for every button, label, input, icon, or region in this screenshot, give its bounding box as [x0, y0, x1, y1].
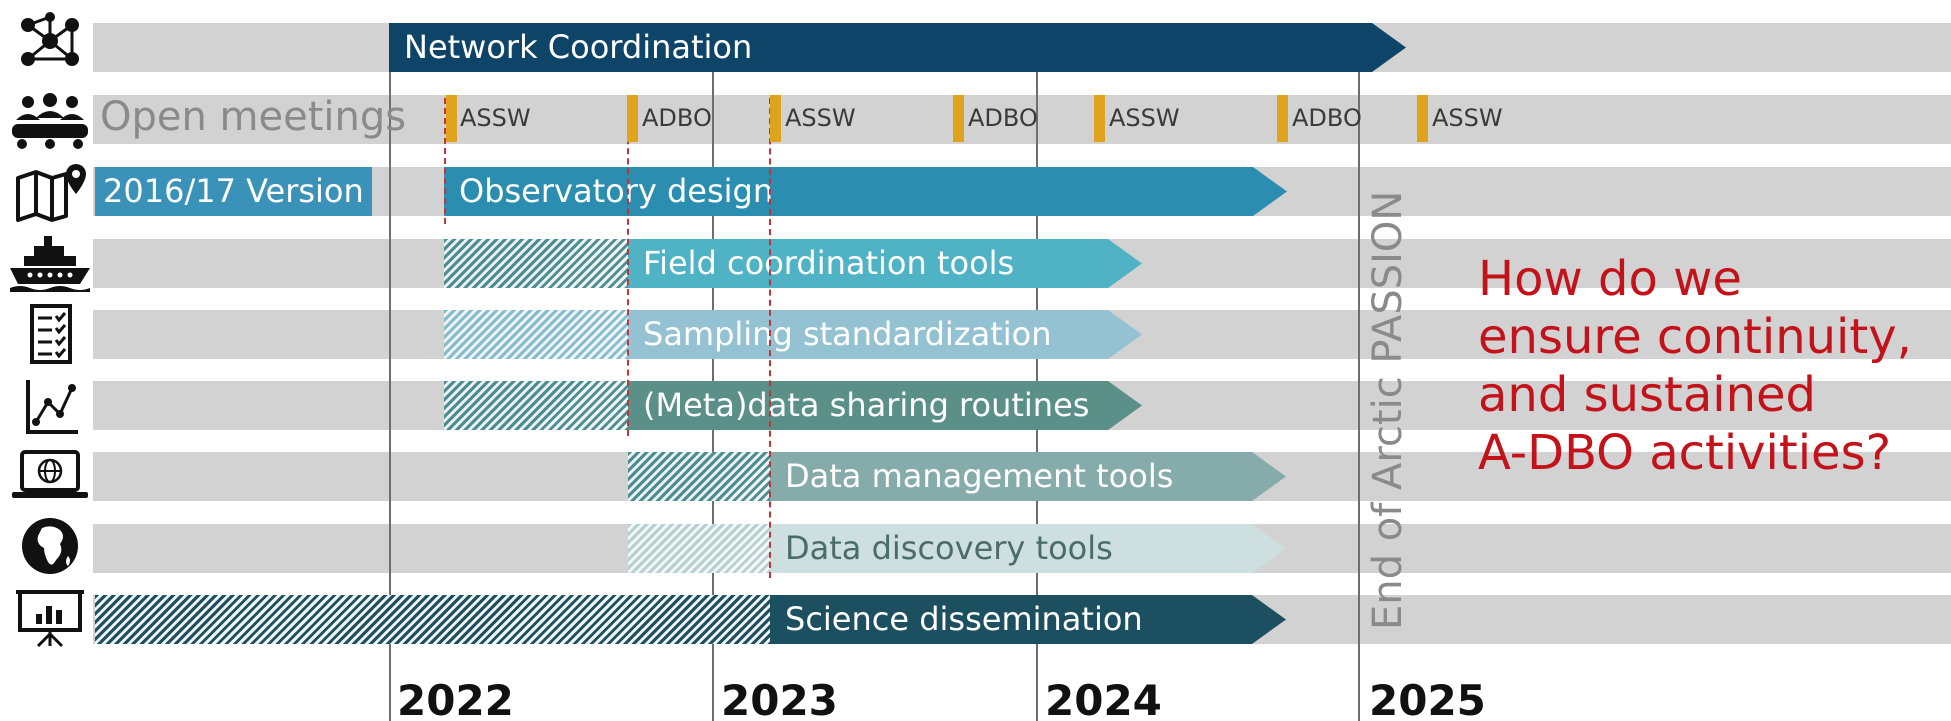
- continuity-question: How do we ensure continuity, and sustain…: [1478, 250, 1918, 482]
- data-management-bar: Data management tools: [770, 452, 1286, 501]
- field-prep-hatch: [444, 239, 629, 288]
- sampling-prep-hatch: [444, 310, 629, 359]
- meeting-label-6: ADBO: [1292, 104, 1362, 132]
- meeting-marker-5: [1094, 95, 1105, 142]
- map-pin-icon: [16, 164, 86, 222]
- presentation-board-icon: [16, 590, 84, 648]
- meeting-label-5: ASSW: [1109, 104, 1180, 132]
- science-dissemination-bar: Science dissemination: [770, 595, 1286, 644]
- data-discovery-bar: Data discovery tools: [770, 524, 1286, 573]
- meeting-label-1: ASSW: [460, 104, 531, 132]
- question-line-3: and sustained: [1478, 367, 1816, 423]
- sampling-standardization-bar: Sampling standardization: [628, 310, 1142, 359]
- sampling-standardization-label: Sampling standardization: [643, 315, 1052, 353]
- question-line-2: ensure continuity,: [1478, 309, 1912, 365]
- year-label-2023: 2023: [721, 676, 838, 721]
- field-coordination-label: Field coordination tools: [643, 244, 1015, 282]
- field-coordination-bar: Field coordination tools: [628, 239, 1142, 288]
- meeting-marker-7: [1417, 95, 1428, 142]
- meeting-marker-2: [627, 95, 638, 142]
- version-bar: 2016/17 Version: [95, 167, 372, 216]
- meeting-label-2: ADBO: [642, 104, 712, 132]
- year-line-2022: [389, 57, 391, 721]
- network-coordination-label: Network Coordination: [404, 28, 753, 66]
- line-chart-icon: [26, 380, 78, 434]
- year-label-2024: 2024: [1045, 676, 1162, 721]
- data-discovery-label: Data discovery tools: [785, 529, 1113, 567]
- metadata-sharing-bar: (Meta)data sharing routines: [628, 381, 1142, 430]
- globe-africa-icon: [22, 518, 78, 574]
- version-label: 2016/17 Version: [103, 172, 364, 210]
- network-icon: [21, 12, 79, 66]
- metadata-sharing-label: (Meta)data sharing routines: [643, 386, 1090, 424]
- checklist-icon: [30, 304, 72, 364]
- metadata-prep-hatch: [444, 381, 629, 430]
- track-meetings: [93, 95, 1951, 144]
- meeting-marker-4: [953, 95, 964, 142]
- question-line-1: How do we: [1478, 251, 1742, 307]
- observatory-design-label: Observatory design: [459, 172, 774, 210]
- year-line-2025: [1358, 57, 1360, 721]
- year-label-2025: 2025: [1369, 676, 1486, 721]
- year-label-2022: 2022: [397, 676, 514, 721]
- meeting-dashed-line-2: [627, 98, 629, 436]
- meeting-dashed-line-3: [769, 98, 771, 578]
- meeting-marker-1: [446, 95, 457, 142]
- meeting-label-7: ASSW: [1432, 104, 1503, 132]
- meeting-label-4: ADBO: [968, 104, 1038, 132]
- science-prep-hatch: [95, 595, 770, 644]
- science-dissemination-label: Science dissemination: [785, 600, 1143, 638]
- data-management-prep-hatch: [628, 452, 770, 501]
- data-management-label: Data management tools: [785, 457, 1174, 495]
- data-discovery-prep-hatch: [628, 524, 770, 573]
- open-meetings-label: Open meetings: [100, 94, 407, 140]
- end-of-project-label: End of Arctic PASSION: [1365, 190, 1411, 630]
- meeting-label-3: ASSW: [785, 104, 856, 132]
- network-coordination-bar: Network Coordination: [389, 23, 1406, 72]
- question-line-4: A-DBO activities?: [1478, 425, 1892, 481]
- ship-icon: [10, 236, 90, 292]
- observatory-design-bar: Observatory design: [444, 167, 1287, 216]
- laptop-globe-icon: [12, 450, 88, 498]
- meeting-marker-6: [1277, 95, 1288, 142]
- meeting-marker-3: [770, 95, 781, 142]
- meeting-dashed-line-1: [444, 98, 446, 224]
- people-group-icon: [12, 93, 88, 149]
